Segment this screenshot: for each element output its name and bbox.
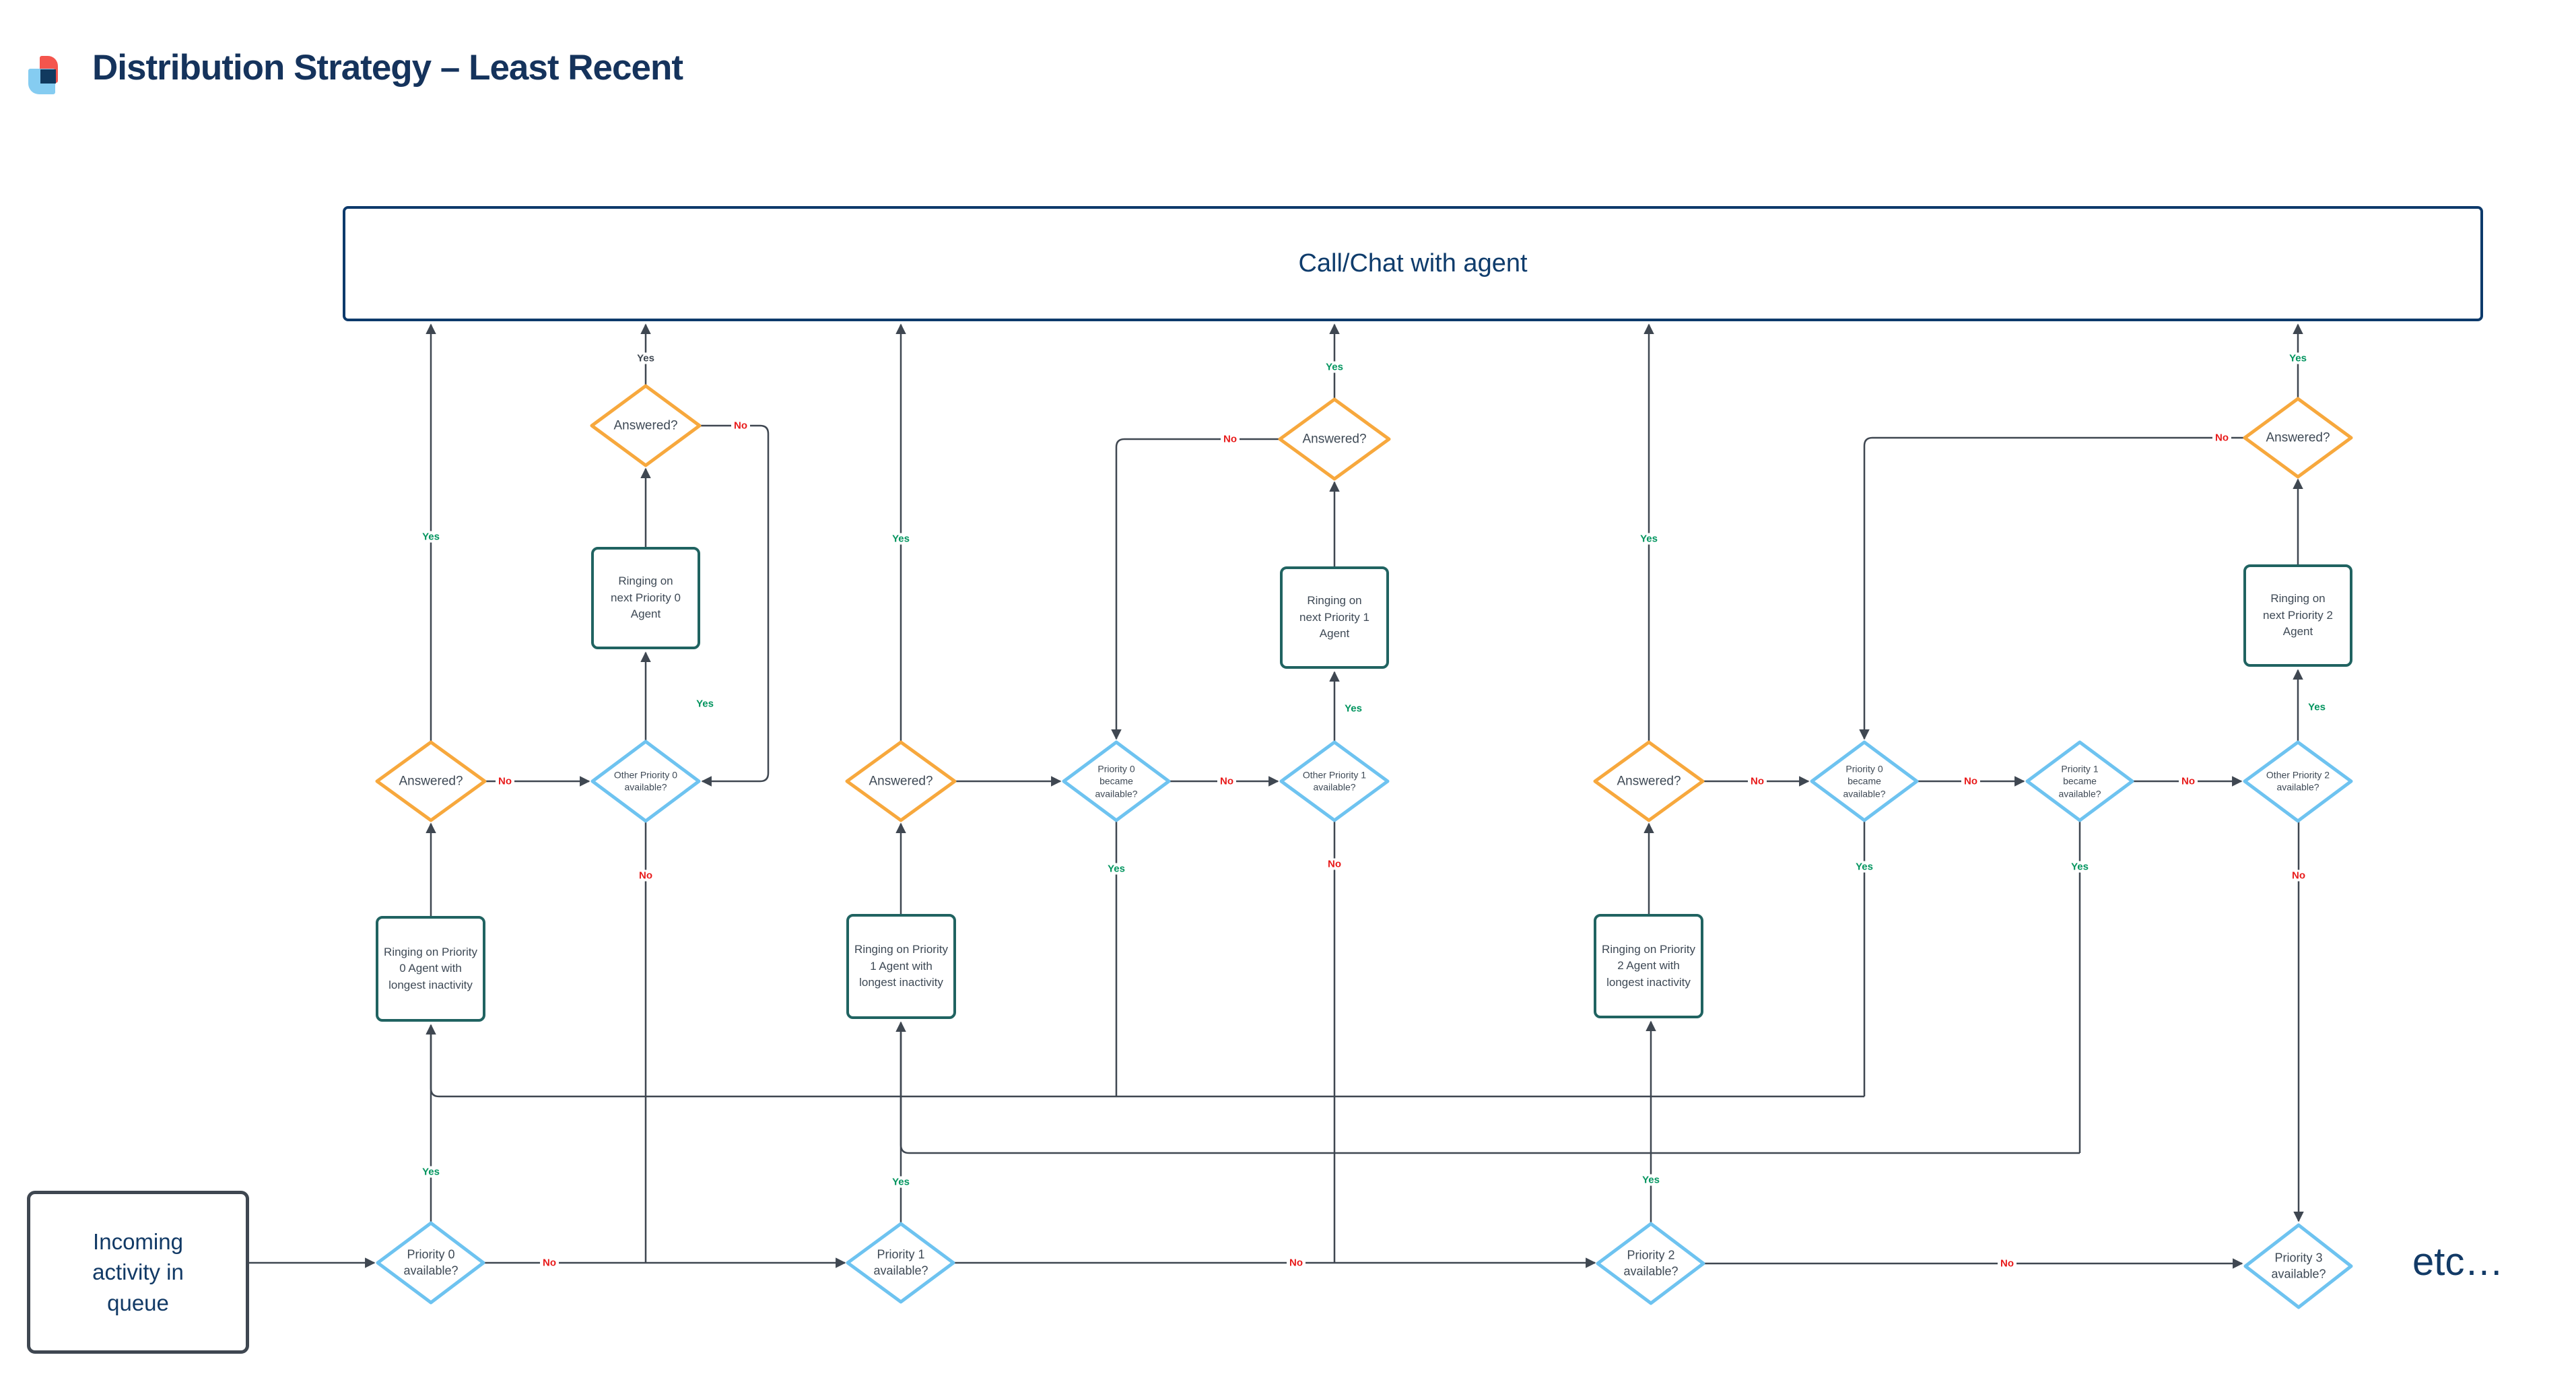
edge-label-yes: Yes xyxy=(889,1176,912,1188)
process-ring-longest-p2: Ringing on Priority 2 Agent with longest… xyxy=(1594,914,1703,1018)
decision-other-p0: Other Priority 0 available? xyxy=(613,769,678,793)
diamond-answered-top2-shape xyxy=(1278,397,1391,481)
edge-label-no: No xyxy=(1217,775,1236,787)
decision-p2-available: Priority 2 available? xyxy=(1623,1248,1679,1278)
edge-label-no: No xyxy=(636,869,655,882)
incoming-activity-label: Incoming activity in queue xyxy=(92,1228,184,1315)
decision-p1-available: Priority 1 available? xyxy=(873,1247,928,1277)
edge-label-no: No xyxy=(1748,775,1767,787)
diamond-answered3-shape xyxy=(1593,740,1705,822)
decision-p0-became-2: Priority 0 became available? xyxy=(1095,763,1138,799)
edge-label-yes: Yes xyxy=(1105,863,1128,875)
process-ring-longest-p1: Ringing on Priority 1 Agent with longest… xyxy=(846,914,956,1019)
process-ring-next-p2: Ringing on next Priority 2 Agent xyxy=(2243,564,2352,667)
process-ring-longest-p2-label: Ringing on Priority 2 Agent with longest… xyxy=(1602,942,1695,989)
page-title: Distribution Strategy – Least Recent xyxy=(92,48,683,88)
decision-p3-available: Priority 3 available? xyxy=(2271,1251,2326,1280)
edge-label-no: No xyxy=(1287,1257,1306,1269)
edge-label-yes: Yes xyxy=(1637,533,1660,545)
diamond-p2-available-shape xyxy=(1596,1222,1705,1305)
diamond-answered2-shape xyxy=(845,740,957,822)
decision-p0-became-3: Priority 0 became available? xyxy=(1843,763,1886,799)
edge-label-yes: Yes xyxy=(2068,861,2091,873)
decision-answered3: Answered? xyxy=(1617,774,1681,789)
edge-label-no: No xyxy=(1325,858,1344,870)
edge-label-yes: Yes xyxy=(693,698,716,710)
process-ring-next-p2-label: Ringing on next Priority 2 Agent xyxy=(2263,592,2333,638)
decision-answered2: Answered? xyxy=(869,774,933,789)
diamond-answered-top1-shape xyxy=(590,384,702,467)
etc-label: etc… xyxy=(2412,1240,2504,1284)
brand-logo-icon xyxy=(28,54,69,96)
diamond-other-p2-shape xyxy=(2243,740,2353,823)
edge-label-yes: Yes xyxy=(634,352,657,364)
edge-label-no: No xyxy=(731,420,750,432)
edge-answered-top1-no-loop xyxy=(700,424,770,787)
diamond-other-p1-shape xyxy=(1279,740,1390,822)
edge-label-yes: Yes xyxy=(889,533,912,545)
edge-label-yes: Yes xyxy=(1323,361,1346,373)
edge-answered-top2-no-loop xyxy=(1111,438,1280,740)
edge-label-yes: Yes xyxy=(419,531,442,543)
decision-answered1: Answered? xyxy=(399,774,463,789)
edge-label-no: No xyxy=(1961,775,1980,787)
edge-label-yes: Yes xyxy=(1342,702,1365,715)
process-ring-next-p1-label: Ringing on next Priority 1 Agent xyxy=(1299,594,1369,640)
edge-label-no: No xyxy=(1221,433,1240,445)
edge-became1-return-line xyxy=(900,1030,2080,1154)
edge-label-no: No xyxy=(540,1257,559,1269)
edge-label-yes: Yes xyxy=(2305,701,2328,713)
decision-p1-became: Priority 1 became available? xyxy=(2058,763,2101,799)
edge-answered-top4-no-loop xyxy=(1859,436,2245,740)
process-ring-next-p1: Ringing on next Priority 1 Agent xyxy=(1280,566,1389,669)
edge-label-yes: Yes xyxy=(1853,861,1876,873)
edge-label-no: No xyxy=(496,775,514,787)
process-ring-longest-p0-label: Ringing on Priority 0 Agent with longest… xyxy=(384,945,477,991)
logo-navy-shape xyxy=(40,69,56,84)
diamond-p0-available-shape xyxy=(376,1221,485,1305)
decision-answered-top4: Answered? xyxy=(2266,430,2330,445)
diamond-answered1-shape xyxy=(375,740,487,822)
diamond-other-p0-shape xyxy=(590,740,701,823)
edge-label-yes: Yes xyxy=(1639,1174,1662,1186)
decision-other-p1: Other Priority 1 available? xyxy=(1302,769,1367,793)
decision-answered-top1: Answered? xyxy=(613,418,678,433)
diamond-p0-became-2-shape xyxy=(1062,740,1171,822)
diamond-p1-available-shape xyxy=(846,1222,955,1304)
edge-label-no: No xyxy=(1998,1257,2016,1270)
process-ring-next-p0: Ringing on next Priority 0 Agent xyxy=(591,547,700,649)
diamond-answered-top4-shape xyxy=(2243,397,2353,479)
process-ring-longest-p0: Ringing on Priority 0 Agent with longest… xyxy=(376,916,485,1022)
edge-label-no: No xyxy=(2212,432,2231,444)
incoming-activity-box: Incoming activity in queue xyxy=(27,1191,249,1354)
diamond-p0-became-3-shape xyxy=(1810,740,1919,822)
decision-p0-available: Priority 0 available? xyxy=(403,1247,459,1277)
diamond-p1-became-shape xyxy=(2025,740,2134,822)
edge-label-yes: Yes xyxy=(419,1166,442,1178)
process-ring-longest-p1-label: Ringing on Priority 1 Agent with longest… xyxy=(854,943,948,989)
call-chat-with-agent-box: Call/Chat with agent xyxy=(343,206,2483,321)
edge-label-no: No xyxy=(2289,869,2308,882)
edge-became0-return-line xyxy=(430,1030,1864,1098)
process-ring-next-p0-label: Ringing on next Priority 0 Agent xyxy=(611,574,681,621)
call-chat-label: Call/Chat with agent xyxy=(1298,249,1528,277)
diamond-p3-available-shape xyxy=(2243,1223,2353,1309)
decision-answered-top2: Answered? xyxy=(1302,432,1367,447)
edge-label-yes: Yes xyxy=(2286,352,2309,364)
edge-label-no: No xyxy=(2179,775,2198,787)
decision-other-p2: Other Priority 2 available? xyxy=(2266,769,2330,793)
